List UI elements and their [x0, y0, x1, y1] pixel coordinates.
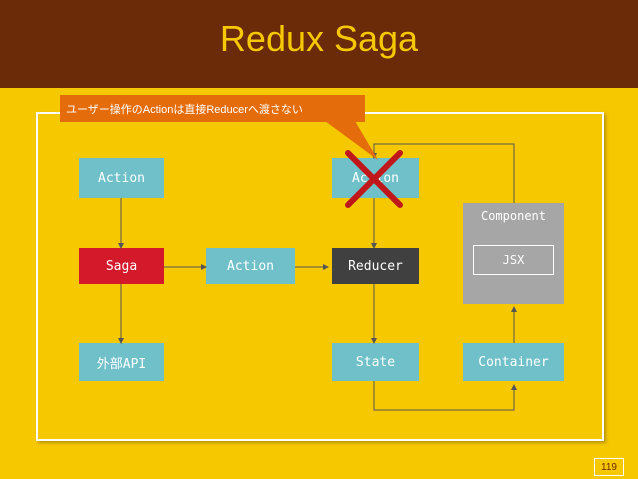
action-node-middle: Action [206, 248, 295, 284]
header-bar [0, 0, 638, 88]
saga-node: Saga [79, 248, 164, 284]
component-label: Component [480, 209, 547, 223]
state-node: State [332, 343, 419, 381]
page-number: 119 [594, 458, 624, 476]
action-node-left: Action [79, 158, 164, 198]
slide-title: Redux Saga [219, 18, 419, 59]
jsx-node: JSX [473, 245, 554, 275]
reducer-node: Reducer [332, 248, 419, 284]
callout-note: ユーザー操作のActionは直接Reducerへ渡さない [60, 95, 365, 122]
external-api-node: 外部API [79, 343, 164, 381]
arrow-component-to-action [371, 143, 515, 203]
arrow-state-to-container [373, 381, 517, 411]
component-node: Component JSX [463, 203, 564, 304]
container-node: Container [463, 343, 564, 381]
